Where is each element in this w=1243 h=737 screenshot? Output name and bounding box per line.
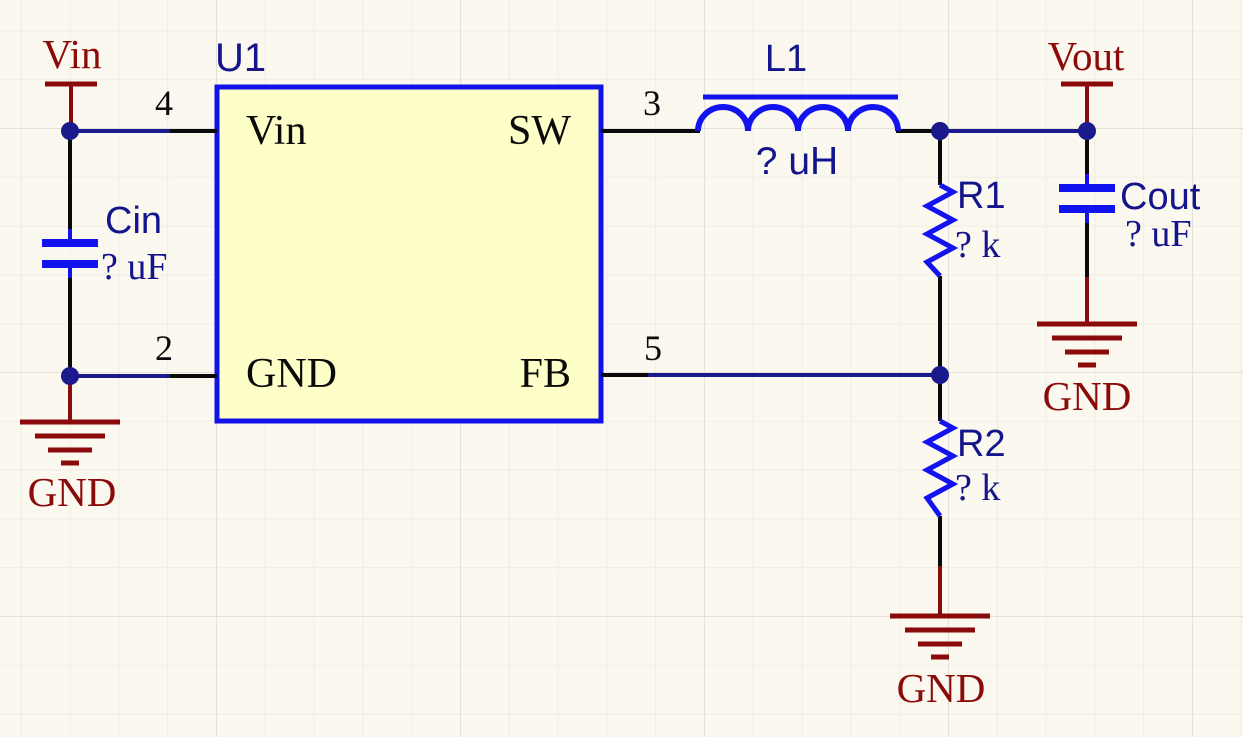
vout-power-label[interactable]: Vout: [1047, 33, 1125, 79]
u1-pin-sw-name: SW: [508, 108, 571, 154]
cout-value[interactable]: ? uF: [1125, 213, 1192, 255]
u1-designator[interactable]: U1: [215, 36, 267, 80]
l1-designator[interactable]: L1: [764, 38, 808, 80]
gnd-label-bottom[interactable]: GND: [896, 665, 986, 711]
u1-pin-leads[interactable]: [168, 129, 700, 378]
u1-pin3-number: 3: [643, 83, 661, 123]
junction-fb: [931, 366, 949, 384]
l1-windings: [695, 104, 901, 132]
cin-designator[interactable]: Cin: [105, 200, 163, 242]
gnd-symbol-cout[interactable]: [1037, 277, 1137, 368]
u1-pin-fb-name: FB: [519, 351, 571, 397]
cin-value[interactable]: ? uF: [101, 246, 168, 288]
junction-sw-node: [931, 122, 949, 140]
power-symbols[interactable]: [45, 81, 1113, 124]
r2-designator[interactable]: R2: [957, 423, 1006, 465]
gnd-symbol-left[interactable]: [20, 376, 120, 466]
junction-dots: [61, 122, 1096, 385]
cout-capacitor-symbol[interactable]: [1059, 174, 1115, 223]
u1-pin2-number: 2: [155, 328, 173, 368]
r1-value[interactable]: ? k: [955, 224, 1001, 266]
vin-power-label[interactable]: Vin: [42, 31, 102, 77]
r2-resistor-symbol[interactable]: [921, 418, 959, 518]
l1-inductor-symbol[interactable]: [695, 94, 901, 132]
cout-designator[interactable]: Cout: [1120, 176, 1201, 218]
l1-value[interactable]: ? uH: [755, 140, 839, 183]
gnd-label-left[interactable]: GND: [27, 469, 117, 515]
gnd-label-cout[interactable]: GND: [1042, 373, 1132, 419]
wires[interactable]: [70, 129, 1087, 378]
r1-designator[interactable]: R1: [957, 175, 1006, 217]
u1-pin5-number: 5: [644, 328, 662, 368]
junction-vin: [61, 122, 79, 140]
u1-ic-body[interactable]: [214, 84, 604, 424]
junction-vout: [1078, 122, 1096, 140]
u1-pin-gnd-name: GND: [246, 351, 337, 397]
u1-pin4-number: 4: [155, 83, 173, 123]
cin-capacitor-symbol[interactable]: [42, 229, 98, 278]
u1-pin-vin-name: Vin: [246, 108, 307, 154]
gnd-symbol-r2[interactable]: [890, 566, 990, 660]
junction-gnd-left: [61, 367, 79, 385]
r1-resistor-symbol[interactable]: [921, 182, 959, 278]
r2-value[interactable]: ? k: [955, 467, 1001, 509]
